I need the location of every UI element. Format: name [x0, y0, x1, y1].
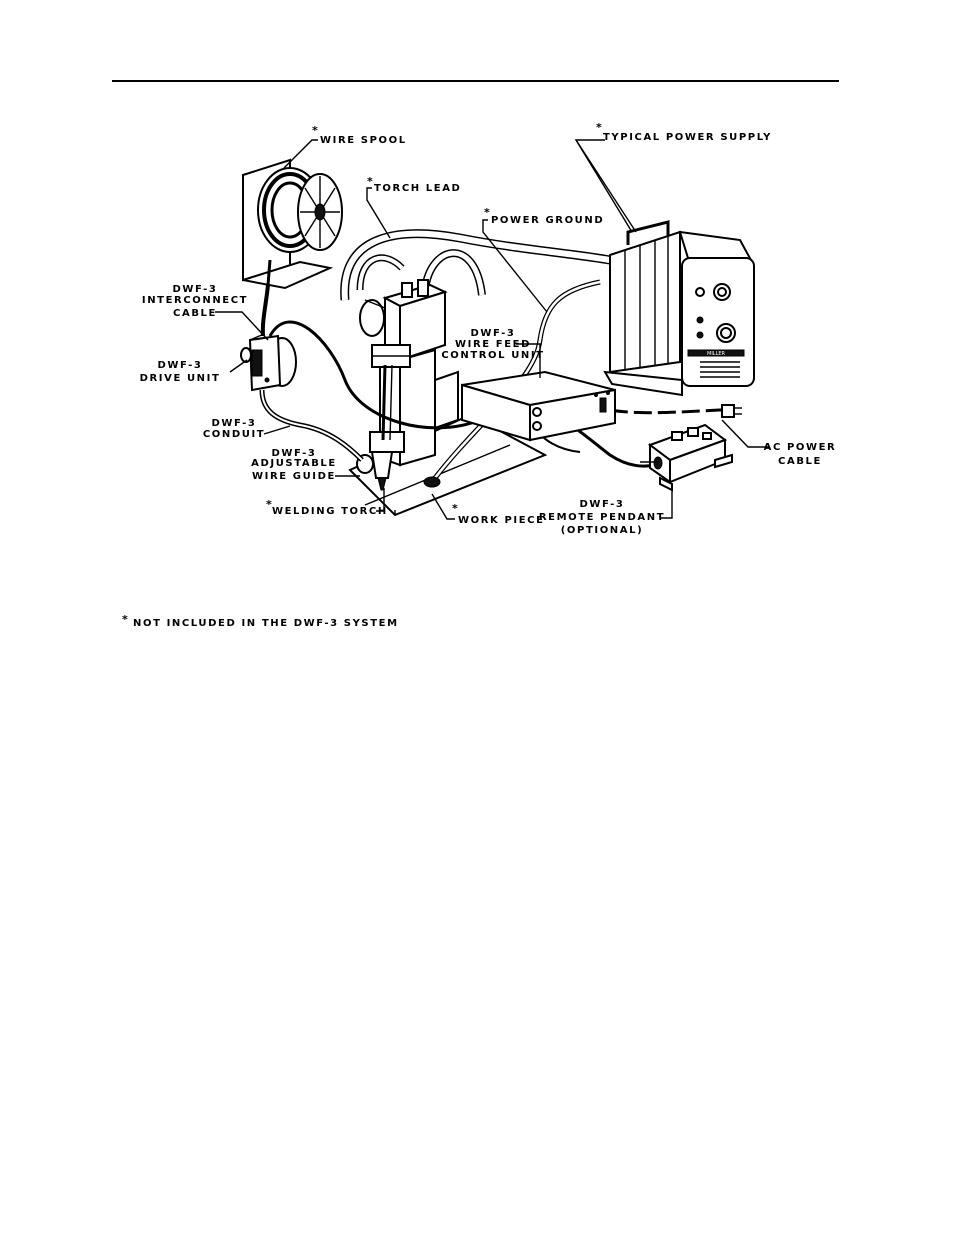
label-conduit-1: DWF-3 — [212, 418, 257, 429]
label-pendant-3: (OPTIONAL) — [561, 525, 644, 536]
marker-work-piece: * — [452, 502, 458, 515]
footnote: * NOT INCLUDED IN THE DWF-3 SYSTEM — [122, 613, 399, 629]
label-interconnect-1: DWF-3 — [173, 284, 218, 295]
label-conduit-2: CONDUIT — [203, 429, 265, 440]
remote-pendant — [650, 425, 732, 490]
label-pendant-2: REMOTE PENDANT — [539, 512, 665, 523]
label-control-3: CONTROL UNIT — [441, 350, 544, 361]
power-supply: MILLER — [605, 222, 754, 395]
marker-power-supply: * — [596, 121, 602, 134]
label-ac-2: CABLE — [778, 456, 822, 467]
marker-torch-lead: * — [367, 175, 373, 188]
label-guide-2: ADJUSTABLE — [251, 458, 337, 469]
label-welding-torch: WELDING TORCH — [272, 506, 388, 517]
wire-spool — [243, 160, 342, 288]
marker-wire-spool: * — [312, 124, 318, 137]
label-drive-2: DRIVE UNIT — [140, 373, 221, 384]
label-interconnect-3: CABLE — [173, 308, 217, 319]
ac-power-plug — [720, 405, 742, 417]
drive-unit — [241, 334, 296, 390]
label-ac-1: AC POWER — [764, 442, 837, 453]
label-control-1: DWF-3 — [471, 328, 516, 339]
footnote-marker: * — [122, 613, 128, 626]
marker-power-ground: * — [484, 206, 490, 219]
label-drive-1: DWF-3 — [158, 360, 203, 371]
label-torch-lead: TORCH LEAD — [374, 183, 461, 194]
label-control-2: WIRE FEED — [455, 339, 531, 350]
label-work-piece: WORK PIECE — [458, 515, 545, 526]
label-power-ground: POWER GROUND — [491, 215, 604, 226]
power-supply-brand: MILLER — [707, 351, 726, 357]
label-typical-power-supply: TYPICAL POWER SUPPLY — [603, 132, 772, 143]
label-interconnect-2: INTERCONNECT — [142, 295, 248, 306]
label-pendant-1: DWF-3 — [580, 499, 625, 510]
label-guide-3: WIRE GUIDE — [252, 471, 336, 482]
label-wire-spool: WIRE SPOOL — [320, 135, 407, 146]
footnote-text: NOT INCLUDED IN THE DWF-3 SYSTEM — [133, 618, 399, 629]
